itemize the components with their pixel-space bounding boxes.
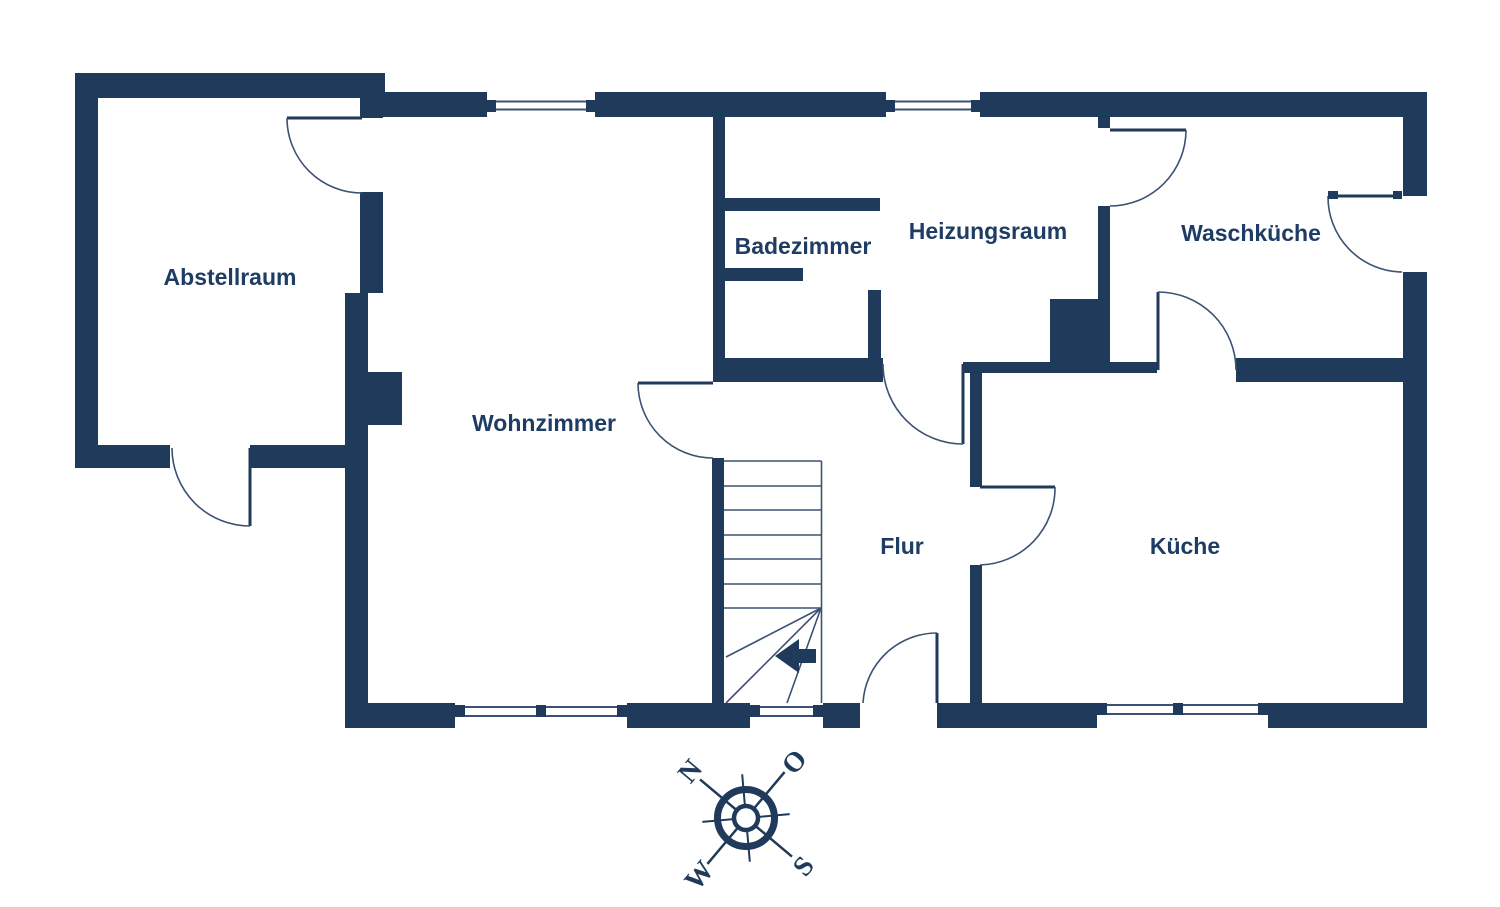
room-label-waschkueche: Waschküche [1181,220,1321,246]
window-bottom-wohnzimmer [455,705,627,717]
wall-segment [725,198,880,211]
window-jamb [1097,703,1107,715]
door-entrance [862,632,939,704]
window-jamb [455,705,465,717]
wall-segment [713,117,725,382]
room-label-abstellraum: Abstellraum [164,264,297,290]
staircase [724,460,823,704]
door-jamb [1328,191,1338,199]
wall-segment [868,290,881,360]
window-jamb [750,705,760,717]
window-top-heizungsraum [886,100,980,112]
door-heizungsraum [882,363,965,445]
windows [455,100,1268,717]
room-label-badezimmer: Badezimmer [735,233,872,259]
door-waschkueche [1109,128,1187,207]
window-jamb [617,705,627,717]
compass-outer-ring [714,786,778,850]
wall-segment [963,362,1157,373]
chimney [1050,299,1110,362]
wall-segment [1268,703,1427,728]
door-abstellraum-exterior [171,447,252,527]
window-jamb [886,100,895,112]
window-bottom-kueche [1097,703,1268,715]
wall-segment [75,445,170,468]
window-jamb [1173,703,1183,715]
wall-segment [823,703,860,728]
wall-segment [712,458,724,703]
door-kueche [979,485,1056,566]
window-jamb [813,705,823,717]
room-labels: Abstellraum Wohnzimmer Badezimmer Heizun… [164,218,1321,559]
wall-segment [595,92,886,117]
door-waschkueche-exterior [1327,191,1403,273]
wall-segment [75,73,385,98]
wall-segment [937,703,1097,728]
window-top-wohnzimmer [487,100,595,112]
wall-segment [360,192,383,293]
window-jamb [536,705,546,717]
doors [171,116,1403,704]
stair-direction-arrow [775,639,816,673]
window-bottom-flur [750,705,823,717]
wall-segment [1403,272,1427,728]
compass-letter-south: S [787,851,821,883]
compass-letter-west: W [679,855,721,896]
window-jamb [586,100,595,112]
wall-segment [1098,112,1110,128]
wall-segment [713,358,883,382]
door-jamb [1393,191,1402,199]
compass-inner-ring [731,803,761,833]
wall-segment [250,445,365,468]
wall-segment [345,293,368,728]
door-kueche-waschkueche [1156,291,1237,371]
wall-segment [1403,92,1427,196]
walls [75,73,1427,728]
door-wohnzimmer [637,381,714,459]
wall-segment [970,565,982,703]
wall-segment [970,373,982,487]
wall-segment [980,92,1427,117]
room-label-kueche: Küche [1150,533,1220,559]
window-jamb [1258,703,1268,715]
wall-segment [75,73,98,468]
wall-segment [362,92,487,117]
window-jamb [487,100,496,112]
wall-segment [725,268,803,281]
window-jamb [971,100,980,112]
compass-rose: N O S W [672,744,821,896]
wall-segment [1236,358,1403,382]
door-abstellraum [286,116,363,194]
wall-pillar [368,372,402,425]
room-label-flur: Flur [880,533,923,559]
room-label-wohnzimmer: Wohnzimmer [472,410,616,436]
room-label-heizungsraum: Heizungsraum [909,218,1067,244]
wall-segment [627,703,750,728]
